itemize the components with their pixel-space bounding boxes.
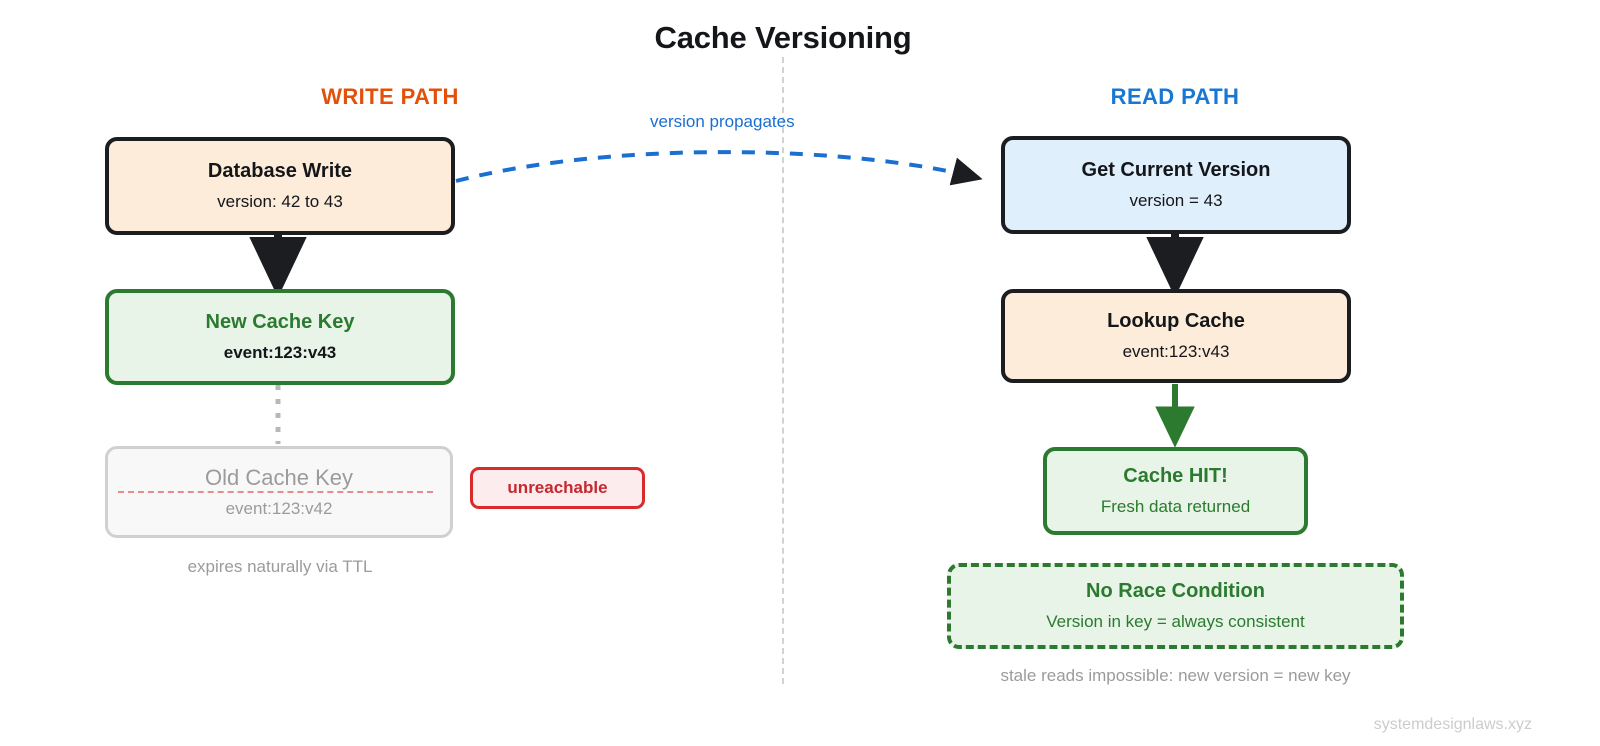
node-old-cache-key-subtitle: event:123:v42	[225, 499, 333, 519]
caption-expires-via-ttl: expires naturally via TTL	[187, 557, 373, 576]
connector-label-version-propagates: version propagates	[650, 112, 795, 131]
node-cache-hit[interactable]: Cache HIT! Fresh data returned	[1043, 447, 1308, 535]
node-lookup-cache-subtitle: event:123:v43	[1122, 341, 1230, 361]
node-old-cache-key-title: Old Cache Key	[205, 464, 353, 490]
node-lookup-cache-title: Lookup Cache	[1107, 309, 1245, 332]
status-badge-unreachable: unreachable	[470, 467, 645, 509]
node-database-write[interactable]: Database Write version: 42 to 43	[105, 137, 455, 235]
connector-version-propagates	[455, 150, 983, 186]
page-title: Cache Versioning	[654, 20, 912, 55]
column-label-read-path: READ PATH	[1110, 84, 1240, 109]
node-no-race-condition-subtitle: Version in key = always consistent	[1046, 611, 1305, 631]
node-database-write-title: Database Write	[207, 159, 353, 182]
node-no-race-condition-title: No Race Condition	[1086, 579, 1265, 602]
node-get-current-version-subtitle: version = 43	[1129, 190, 1223, 210]
node-database-write-subtitle: version: 42 to 43	[217, 191, 343, 211]
node-cache-hit-subtitle: Fresh data returned	[1100, 496, 1251, 516]
old-cache-key-strikethrough	[118, 491, 433, 493]
center-divider	[782, 57, 784, 684]
node-get-current-version-title: Get Current Version	[1081, 158, 1271, 181]
node-lookup-cache[interactable]: Lookup Cache event:123:v43	[1001, 289, 1351, 383]
status-badge-unreachable-label: unreachable	[507, 478, 608, 497]
node-new-cache-key-subtitle: event:123:v43	[223, 342, 337, 362]
node-no-race-condition[interactable]: No Race Condition Version in key = alway…	[947, 563, 1404, 649]
caption-stale-reads-impossible: stale reads impossible: new version = ne…	[1000, 666, 1351, 685]
node-cache-hit-title: Cache HIT!	[1123, 464, 1228, 487]
footer-watermark: systemdesignlaws.xyz	[1373, 716, 1532, 733]
node-new-cache-key-title: New Cache Key	[205, 310, 355, 333]
column-label-write-path: WRITE PATH	[321, 84, 459, 109]
node-get-current-version[interactable]: Get Current Version version = 43	[1001, 136, 1351, 234]
node-new-cache-key[interactable]: New Cache Key event:123:v43	[105, 289, 455, 385]
